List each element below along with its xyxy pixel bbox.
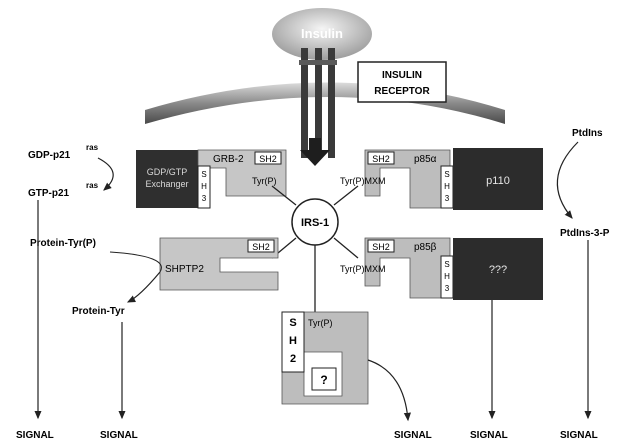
- irs1-hub: IRS-1: [272, 186, 358, 312]
- shptp2-complex: Protein-Tyr(P) SH2 SHPTP2 Protein-Tyr: [30, 238, 278, 317]
- bottom-sh-h: H: [289, 335, 297, 347]
- ras-superscript-gtp: ras: [86, 181, 99, 190]
- cell-membrane: [145, 83, 505, 125]
- p85a-label: p85α: [414, 154, 437, 165]
- receptor-label-1: INSULIN: [382, 70, 422, 81]
- grb2-sh3-3: 3: [202, 194, 207, 203]
- gtp-p21-label: GTP-p21: [28, 188, 70, 199]
- protein-tyrp-label: Protein-Tyr(P): [30, 238, 96, 249]
- p85b-sh3-s: S: [444, 260, 449, 269]
- signal-labels: SIGNAL SIGNAL SIGNAL SIGNAL SIGNAL: [16, 430, 598, 441]
- grb2-label: GRB-2: [213, 154, 244, 165]
- irs1-label: IRS-1: [301, 217, 329, 229]
- ptdins3p-label: PtdIns-3-P: [560, 228, 610, 239]
- ptdins-conversion: PtdIns PtdIns-3-P: [557, 128, 609, 239]
- bottom-unknown-label: ?: [320, 373, 327, 387]
- p85a-tyrp-label: Tyr(P)MXM: [340, 176, 386, 186]
- p85b-complex: SH2 p85β S H 3 ??? Tyr(P)MXM: [340, 238, 543, 300]
- ptdins-label: PtdIns: [572, 128, 603, 139]
- signal-label-2: SIGNAL: [100, 430, 138, 441]
- p85b-sh3-3: 3: [445, 284, 450, 293]
- bottom-sh-s: S: [289, 317, 296, 329]
- p85a-sh3-h: H: [444, 182, 450, 191]
- signal-label-1: SIGNAL: [16, 430, 54, 441]
- ras-superscript-gdp: ras: [86, 143, 99, 152]
- exchanger-label-1: GDP/GTP: [147, 167, 188, 177]
- sh2-unknown-protein: S H 2 Tyr(P) ?: [282, 312, 368, 404]
- shptp2-label: SHPTP2: [165, 264, 204, 275]
- ras-cycle: GDP-p21 ras GTP-p21 ras: [28, 143, 113, 199]
- p85a-p110-complex: SH2 p85α S H 3 p110 Tyr(P)MXM: [340, 148, 543, 210]
- insulin-label: Insulin: [301, 26, 343, 41]
- bottom-sh-2: 2: [290, 353, 296, 365]
- unknown-subunit-label: ???: [489, 264, 507, 276]
- p85b-label: p85β: [414, 242, 437, 253]
- grb2-complex: GDP/GTP Exchanger S H 3 GRB-2 SH2 Tyr(P): [136, 150, 286, 208]
- protein-tyr-label: Protein-Tyr: [72, 306, 125, 317]
- signal-label-4: SIGNAL: [470, 430, 508, 441]
- p110-label: p110: [486, 175, 510, 187]
- gdp-p21-label: GDP-p21: [28, 150, 71, 161]
- p85b-tyrp-label: Tyr(P)MXM: [340, 264, 386, 274]
- grb2-sh2-label: SH2: [259, 154, 277, 164]
- grb2-sh3-s: S: [201, 170, 206, 179]
- p85a-sh3-s: S: [444, 170, 449, 179]
- p85b-sh2-label: SH2: [372, 242, 390, 252]
- bottom-tyrp-label: Tyr(P): [308, 318, 333, 328]
- signal-label-5: SIGNAL: [560, 430, 598, 441]
- signal-label-3: SIGNAL: [394, 430, 432, 441]
- p85b-sh3-h: H: [444, 272, 450, 281]
- grb2-tyrp-label: Tyr(P): [252, 176, 277, 186]
- p85a-sh3-3: 3: [445, 194, 450, 203]
- receptor-label-2: RECEPTOR: [374, 86, 430, 97]
- shptp2-sh2-label: SH2: [252, 242, 270, 252]
- p85a-sh2-label: SH2: [372, 154, 390, 164]
- exchanger-label-2: Exchanger: [145, 179, 188, 189]
- grb2-sh3-h: H: [201, 182, 207, 191]
